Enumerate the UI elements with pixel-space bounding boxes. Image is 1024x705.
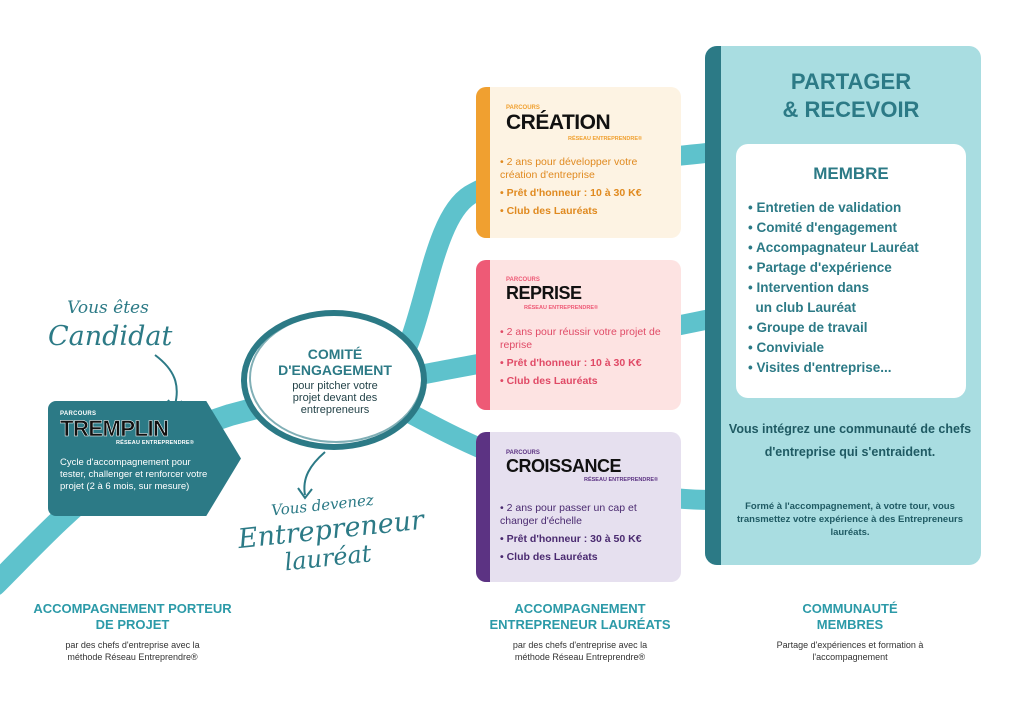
creation-item: • 2 ans pour développer votre création d… [500,156,638,181]
footer-col-porteur: ACCOMPAGNEMENT PORTEUR DE PROJET par des… [30,601,235,663]
candidat-line2: Candidat [48,321,173,352]
membre-item: • Groupe de travail [748,320,868,335]
footer-col-communaute: COMMUNAUTÉ MEMBRES Partage d'expériences… [760,601,940,663]
reprise-accent-bar [476,260,490,410]
candidat-label: Vous êtes Candidat [48,298,173,352]
membre-item: • Partage d'expérience [748,260,892,275]
creation-accent-bar [476,87,490,238]
reprise-card[interactable]: PARCOURS REPRISE RÉSEAU ENTREPRENDRE® • … [476,260,681,410]
croissance-network: RÉSEAU ENTREPRENDRE® [584,477,659,483]
footer-col1-title: ACCOMPAGNEMENT PORTEUR DE PROJET [33,601,232,632]
croissance-item: • Club des Lauréats [500,551,598,563]
footer-col-entrepreneur: ACCOMPAGNEMENT ENTREPRENEUR LAURÉATS par… [460,601,700,663]
reprise-list: • 2 ans pour réussir votre projet de rep… [500,326,670,393]
membre-box: MEMBRE • Entretien de validation • Comit… [736,144,966,398]
comite-title-line2: D'ENGAGEMENT [278,362,392,378]
comite-description: pour pitcher votre projet devant des ent… [292,380,378,416]
creation-logo: CRÉATION [506,111,611,134]
comite-block: COMITÉ D'ENGAGEMENT pour pitcher votre p… [250,346,420,416]
croissance-item: • 2 ans pour passer un cap et changer d'… [500,502,637,527]
comite-title-line1: COMITÉ [307,346,363,362]
croissance-list: • 2 ans pour passer un cap et changer d'… [500,502,675,569]
croissance-parcours: PARCOURS [506,450,540,456]
creation-network: RÉSEAU ENTREPRENDRE® [568,136,643,142]
communaute-text: Vous intégrez une communauté de chefs d'… [728,422,972,459]
membre-title: MEMBRE [813,164,889,183]
tremplin-parcours: PARCOURS [60,411,97,417]
footer-col2-title: ACCOMPAGNEMENT ENTREPRENEUR LAURÉATS [489,601,671,632]
croissance-item: • Prêt d'honneur : 30 à 50 K€ [500,533,642,545]
reprise-item: • 2 ans pour réussir votre projet de rep… [500,326,661,351]
partager-title: PARTAGER & RECEVOIR [721,68,981,124]
membre-item: • Visites d'entreprise... [748,360,892,375]
creation-item: • Prêt d'honneur : 10 à 30 K€ [500,187,642,199]
membre-item: • Comité d'engagement [748,220,897,235]
candidat-line1: Vous êtes [67,298,149,318]
membre-list: • Entretien de validation • Comité d'eng… [748,198,966,378]
transmission-text: Formé à l'accompagnement, à votre tour, … [737,501,963,538]
membre-item: • Conviviale [748,340,825,355]
reprise-item: • Prêt d'honneur : 10 à 30 K€ [500,357,642,369]
membre-item: • Entretien de validation [748,200,902,215]
reprise-item: • Club des Lauréats [500,375,598,387]
creation-parcours: PARCOURS [506,105,540,111]
reprise-parcours: PARCOURS [506,277,540,283]
creation-item: • Club des Lauréats [500,205,598,217]
croissance-card[interactable]: PARCOURS CROISSANCE RÉSEAU ENTREPRENDRE®… [476,432,681,582]
tremplin-card[interactable]: PARCOURS TREMPLIN RÉSEAU ENTREPRENDRE® C… [48,401,241,516]
creation-card[interactable]: PARCOURS CRÉATION RÉSEAU ENTREPRENDRE® •… [476,87,681,238]
croissance-logo: CROISSANCE [506,456,622,476]
footer-col2-desc: par des chefs d'entreprise avec la métho… [512,640,648,662]
comite-circle [241,310,427,450]
membre-item: un club Lauréat [748,300,857,315]
reprise-network: RÉSEAU ENTREPRENDRE® [524,305,599,311]
reprise-logo: REPRISE [506,283,582,303]
footer-col1-desc: par des chefs d'entreprise avec la métho… [65,640,200,662]
footer-col3-desc: Partage d'expériences et formation à l'a… [776,640,924,662]
membre-item: • Intervention dans [748,280,869,295]
tremplin-description: Cycle d'accompagnement pour tester, chal… [60,457,208,492]
partager-title-line1: PARTAGER [790,69,912,94]
creation-list: • 2 ans pour développer votre création d… [500,156,670,223]
footer-col3-title: COMMUNAUTÉ MEMBRES [802,601,898,632]
croissance-accent-bar [476,432,490,582]
partager-panel-edge [705,46,721,565]
tremplin-logo: TREMPLIN [60,416,169,441]
partager-title-line2: & RECEVOIR [782,97,920,122]
membre-item: • Accompagnateur Lauréat [748,240,919,255]
tremplin-network: RÉSEAU ENTREPRENDRE® [116,440,195,446]
candidat-arrow [154,354,178,406]
laureat-arrow [303,451,326,496]
